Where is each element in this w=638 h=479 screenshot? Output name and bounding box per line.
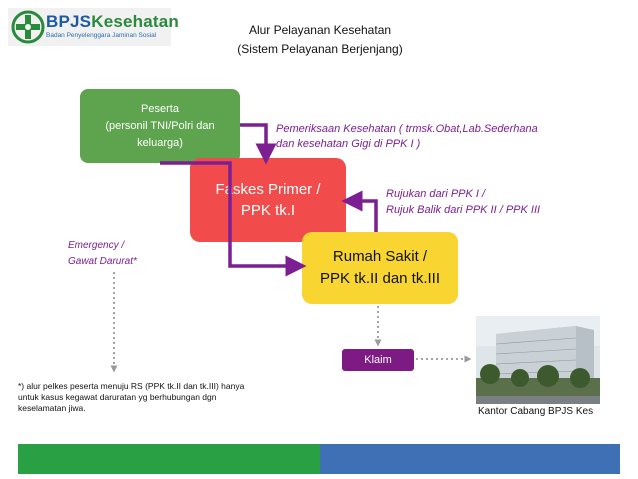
logo-brand-primary: BPJS: [46, 12, 92, 31]
logo-brand-secondary: Kesehatan: [91, 12, 179, 31]
bpjs-logo: BPJSKesehatan Badan Penyelenggara Jamina…: [8, 8, 179, 46]
emergency-line-2: Gawat Darurat*: [68, 256, 137, 267]
node-faskes-primer: Faskes Primer / PPK tk.I: [190, 158, 346, 242]
note-pemeriksaan: Pemeriksaan Kesehatan ( trmsk.Obat,Lab.S…: [276, 122, 606, 152]
node-peserta: Peserta (personil TNI/Polri dan keluarga…: [80, 89, 240, 163]
rujukan-line-2: Rujuk Balik dari PPK II / PPK III: [386, 204, 541, 216]
footnote-line-2: untuk kasus kegawat daruratan yg berhubu…: [18, 392, 217, 402]
title-line-2: (Sistem Pelayanan Berjenjang): [237, 42, 403, 56]
rs-line-1: Rumah Sakit /: [332, 248, 428, 265]
kantor-cabang-photo: [476, 316, 600, 404]
note-rujukan: Rujukan dari PPK I / Rujuk Balik dari PP…: [386, 186, 626, 218]
pemeriksaan-line-1: Pemeriksaan Kesehatan ( trmsk.Obat,Lab.S…: [276, 123, 538, 135]
footnote: *) alur pelkes peserta menuju RS (PPK tk…: [18, 381, 328, 414]
peserta-line-2: (personil TNI/Polri dan: [105, 119, 215, 132]
footnote-line-1: *) alur pelkes peserta menuju RS (PPK tk…: [18, 381, 245, 391]
footnote-line-3: keselamatan jiwa.: [18, 403, 86, 413]
logo-brand: BPJSKesehatan: [46, 12, 179, 32]
peserta-line-1: Peserta: [141, 102, 179, 115]
emergency-line-1: Emergency /: [68, 240, 125, 251]
rs-line-2: PPK tk.II dan tk.III: [319, 270, 441, 287]
pemeriksaan-line-2: dan kesehatan Gigi di PPK I ): [276, 138, 421, 150]
faskes-line-2: PPK tk.I: [240, 202, 296, 219]
arrow-peserta-to-rs: [160, 161, 307, 277]
note-emergency: Emergency / Gawat Darurat*: [68, 238, 188, 270]
page-title: Alur Pelayanan Kesehatan (Sistem Pelayan…: [200, 21, 440, 59]
faskes-line-1: Faskes Primer /: [215, 181, 321, 198]
kantor-cabang-caption: Kantor Cabang BPJS Kes: [478, 406, 594, 417]
peserta-line-3: keluarga): [137, 136, 183, 149]
arrow-peserta-to-faskes: [240, 123, 277, 165]
arrow-rujuk-balik-to-faskes: [341, 190, 378, 232]
node-rumah-sakit: Rumah Sakit / PPK tk.II dan tk.III: [302, 232, 458, 304]
logo-subtitle: Badan Penyelenggara Jaminan Sosial: [46, 32, 157, 39]
bpjs-emblem-icon: [11, 10, 45, 44]
title-line-1: Alur Pelayanan Kesehatan: [248, 23, 392, 37]
footer-bar-green: [18, 444, 320, 474]
footer-bar-blue: [320, 444, 620, 474]
node-klaim: Klaim: [342, 349, 414, 371]
rujukan-line-1: Rujukan dari PPK I /: [386, 188, 486, 200]
